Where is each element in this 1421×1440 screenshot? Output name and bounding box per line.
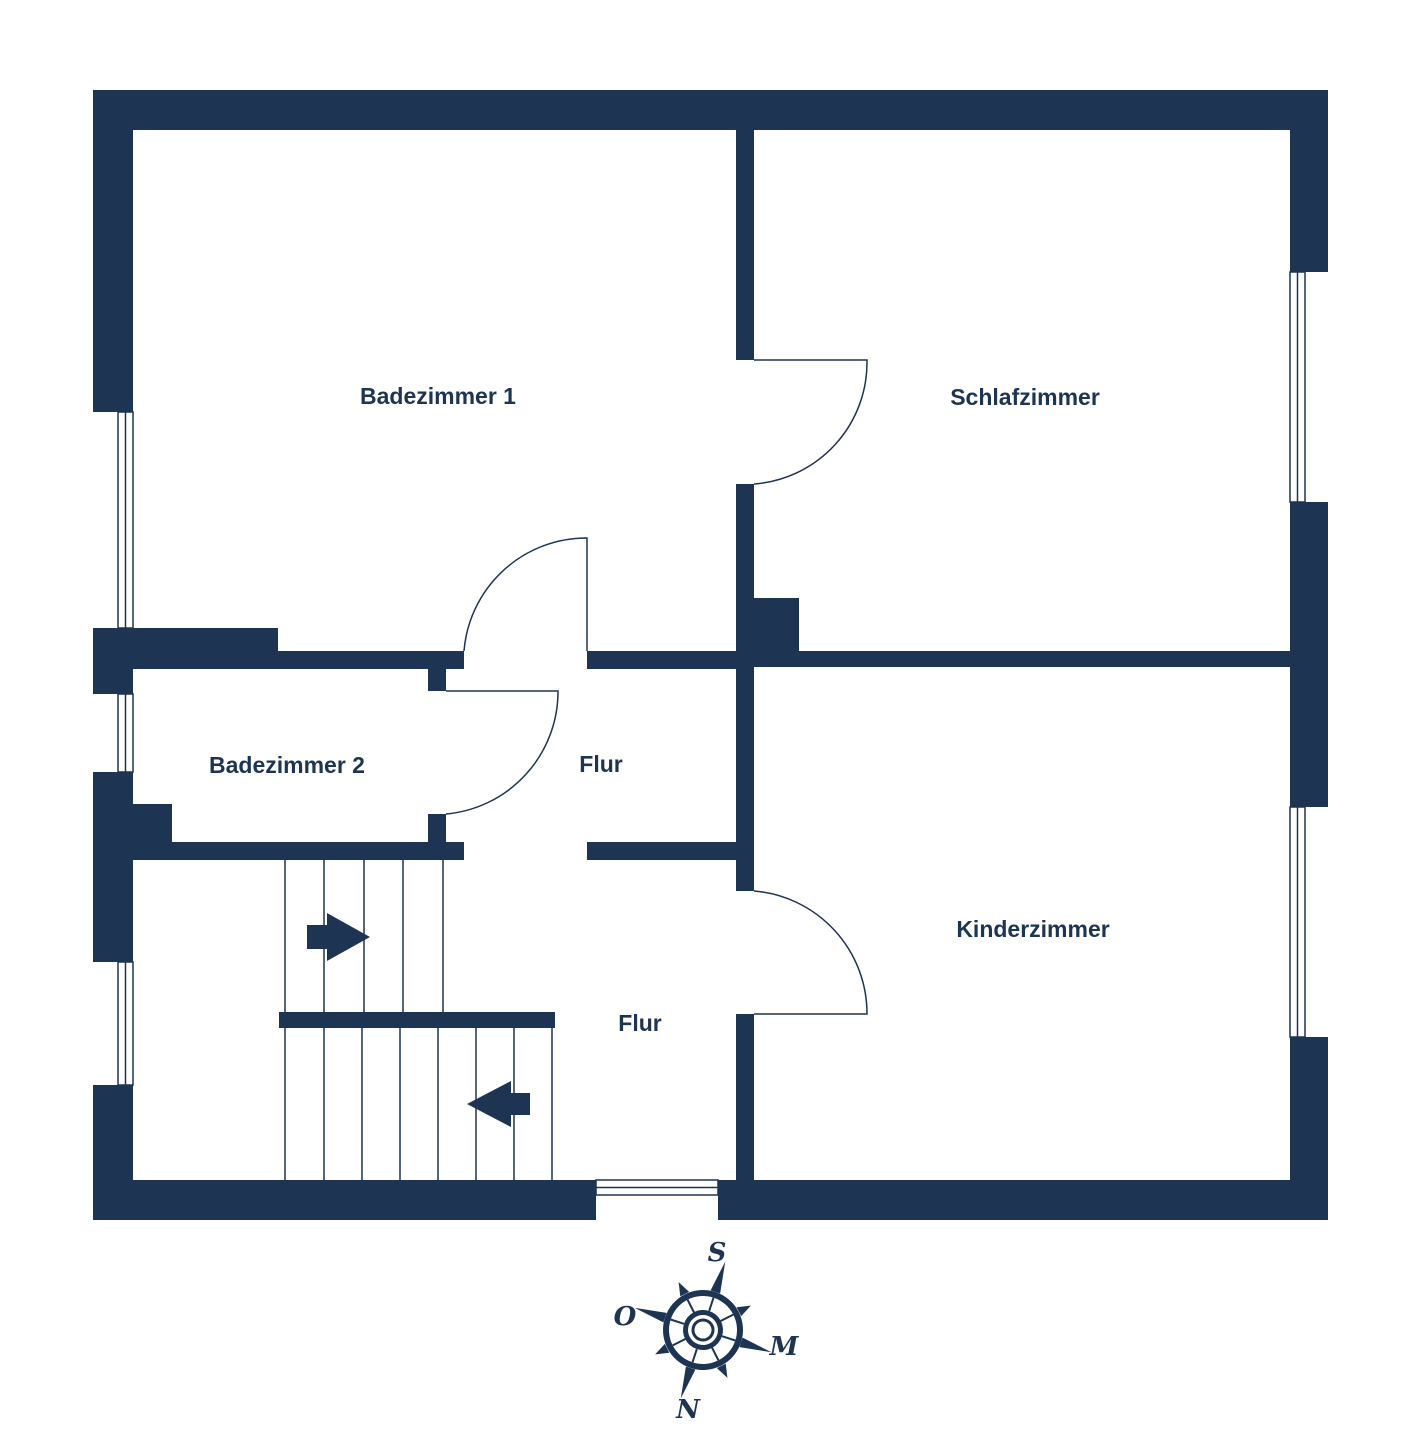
door-badezimmer2 bbox=[445, 690, 559, 815]
room-label-badezimmer2: Badezimmer 2 bbox=[209, 752, 365, 778]
wall-stair-divider bbox=[279, 1012, 555, 1028]
wall-right-1 bbox=[1290, 90, 1328, 272]
compass-rose-icon bbox=[634, 1261, 772, 1399]
wall-bath-corner-block bbox=[133, 804, 172, 842]
wall-right-2 bbox=[1290, 502, 1328, 807]
room-label-flur-upper: Flur bbox=[579, 751, 622, 777]
wall-bottom-left bbox=[93, 1180, 596, 1220]
compass-letter-bottom: N bbox=[675, 1395, 701, 1425]
wall-left-1 bbox=[93, 90, 133, 412]
wall-right-3 bbox=[1290, 1037, 1328, 1220]
window-left-3 bbox=[117, 961, 134, 1086]
compass-letter-right: M bbox=[769, 1332, 800, 1362]
window-right-1 bbox=[1289, 271, 1306, 503]
wall-bath-top-block bbox=[93, 628, 278, 652]
windows bbox=[117, 271, 1306, 1196]
wall-schlaf-pillar bbox=[754, 598, 799, 651]
compass-letters: S M N O bbox=[614, 1238, 800, 1425]
wall-left-3 bbox=[93, 772, 133, 962]
door-badezimmer1 bbox=[463, 537, 588, 652]
wall-horizontal-lower-left bbox=[133, 842, 464, 860]
wall-top bbox=[93, 90, 1328, 130]
window-left-2 bbox=[117, 693, 134, 773]
wall-left-4 bbox=[93, 1085, 133, 1220]
door-schlafzimmer bbox=[753, 359, 868, 485]
window-right-2 bbox=[1289, 806, 1306, 1038]
wall-bath-door-jamb-bottom bbox=[428, 814, 446, 842]
walls bbox=[93, 90, 1328, 1220]
room-label-kinderzimmer: Kinderzimmer bbox=[956, 916, 1109, 942]
wall-horizontal-upper-right bbox=[754, 651, 1290, 667]
wall-horizontal-upper-left bbox=[133, 651, 464, 669]
arrow-right-icon bbox=[307, 913, 370, 961]
window-bottom bbox=[595, 1179, 719, 1196]
doors bbox=[445, 359, 868, 1015]
room-label-schlafzimmer: Schlafzimmer bbox=[950, 384, 1100, 410]
window-left-1 bbox=[117, 411, 134, 629]
room-label-flur-lower: Flur bbox=[618, 1010, 661, 1036]
room-labels: Badezimmer 1 Schlafzimmer Badezimmer 2 F… bbox=[209, 383, 1110, 1036]
door-kinderzimmer bbox=[753, 890, 868, 1015]
room-label-badezimmer1: Badezimmer 1 bbox=[360, 383, 516, 409]
wall-bath-door-jamb-top bbox=[428, 669, 446, 691]
wall-bottom-right bbox=[718, 1180, 1328, 1220]
staircase bbox=[284, 860, 553, 1180]
arrow-left-icon bbox=[467, 1081, 530, 1127]
wall-horizontal-upper-mid bbox=[587, 651, 754, 669]
wall-mid-vertical-1 bbox=[736, 130, 754, 360]
wall-mid-vertical-2 bbox=[736, 484, 754, 891]
wall-mid-vertical-3 bbox=[736, 1014, 754, 1182]
compass-letter-left: O bbox=[614, 1302, 637, 1332]
compass-letter-top: S bbox=[708, 1238, 727, 1268]
wall-horizontal-lower-mid bbox=[587, 842, 736, 860]
